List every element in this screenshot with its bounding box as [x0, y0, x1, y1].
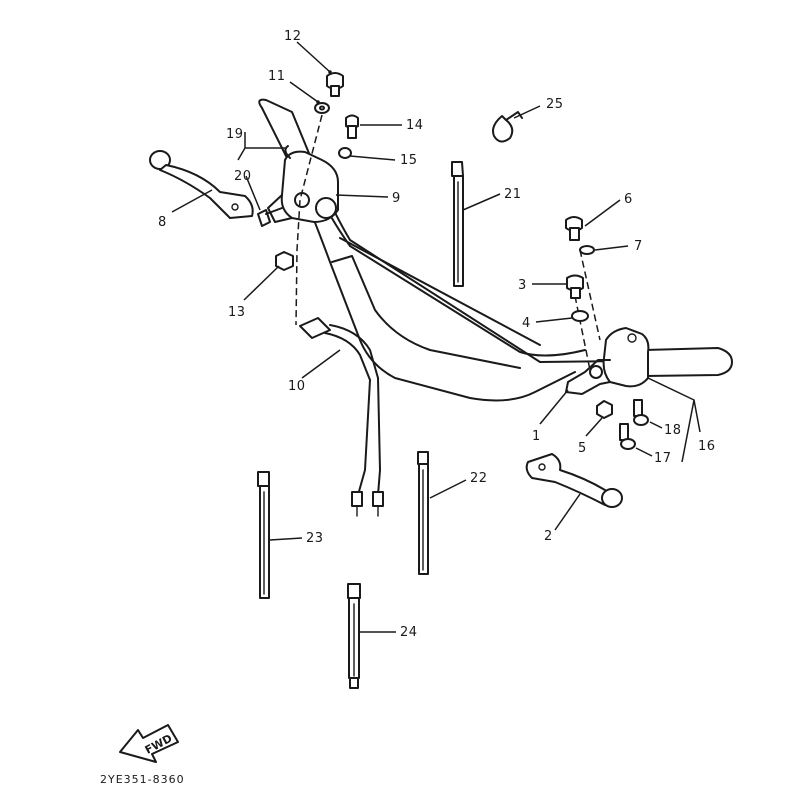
- bolt-14: [345, 114, 359, 139]
- part-label-11: 11: [268, 69, 286, 84]
- part-label-10: 10: [288, 379, 306, 394]
- leader-tips: [316, 70, 332, 104]
- nut-5: [596, 400, 613, 419]
- part-label-9: 9: [392, 191, 401, 206]
- screw-18: [633, 399, 649, 426]
- right-lever: [525, 453, 623, 508]
- band-21: [451, 161, 464, 287]
- part-label-21: 21: [504, 187, 522, 202]
- part-label-24: 24: [400, 625, 418, 640]
- washer-15: [338, 147, 352, 159]
- right-holder-assembly: [565, 327, 650, 395]
- part-label-4: 4: [522, 316, 531, 331]
- band-22: [417, 451, 429, 575]
- washer-11: [314, 102, 330, 114]
- part-label-8: 8: [158, 215, 167, 230]
- switch-lead: [299, 317, 384, 517]
- left-lever-holder: [267, 145, 339, 223]
- bolt-6: [565, 216, 583, 241]
- band-24: [347, 583, 361, 689]
- screw-17: [619, 423, 636, 450]
- part-label-13: 13: [228, 305, 246, 320]
- band-23: [257, 471, 270, 599]
- part-label-17: 17: [654, 451, 672, 466]
- washer-7: [579, 245, 595, 255]
- part-label-1: 1: [532, 429, 541, 444]
- drawing-code: 2YE351-8360: [100, 773, 185, 786]
- washer-4: [571, 310, 589, 322]
- clip-25: [492, 111, 523, 143]
- part-label-5: 5: [578, 441, 587, 456]
- part-label-25: 25: [546, 97, 564, 112]
- part-label-16: 16: [698, 439, 716, 454]
- part-label-20: 20: [234, 169, 252, 184]
- part-label-18: 18: [664, 423, 682, 438]
- left-lever: [149, 150, 254, 219]
- handlebar: [258, 98, 733, 402]
- bolt-12: [326, 72, 344, 97]
- part-label-2: 2: [544, 529, 553, 544]
- part-label-7: 7: [634, 239, 643, 254]
- leader-lines: [171, 41, 701, 633]
- part-label-22: 22: [470, 471, 488, 486]
- part-label-23: 23: [306, 531, 324, 546]
- bolt-3: [566, 274, 584, 299]
- part-label-19: 19: [226, 127, 244, 142]
- part-label-6: 6: [624, 192, 633, 207]
- part-label-14: 14: [406, 118, 424, 133]
- bolt-20: [257, 207, 283, 227]
- fwd-arrow-icon: FWD: [119, 724, 179, 763]
- part-label-15: 15: [400, 153, 418, 168]
- part-labels: 12 11 19 20 8 13 14 15 9 25 21 6 7 3 4 1…: [158, 29, 716, 640]
- part-label-3: 3: [518, 278, 527, 293]
- part-label-12: 12: [284, 29, 302, 44]
- nut-13: [275, 251, 294, 271]
